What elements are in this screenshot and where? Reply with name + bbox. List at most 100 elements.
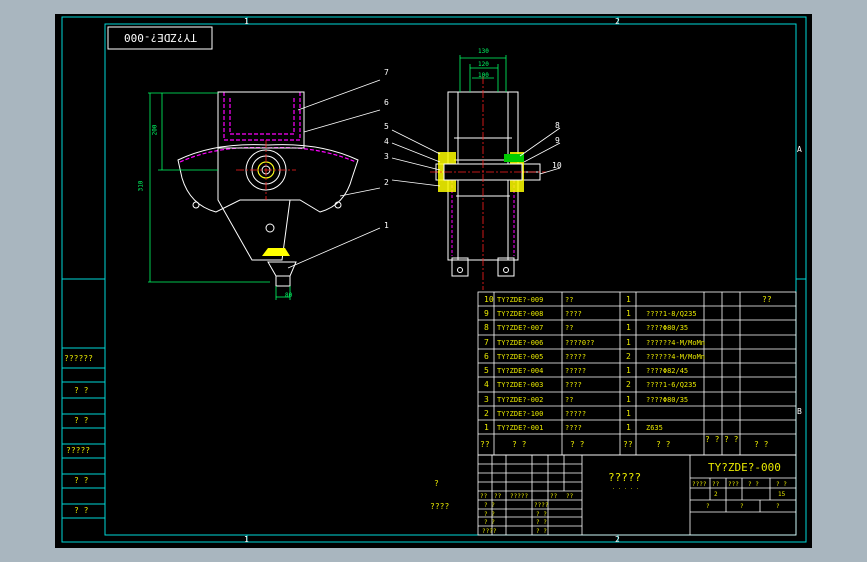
callout-1: 1 (384, 221, 389, 230)
scale-label-5: ? ? (776, 481, 787, 488)
bom-qty: 1 (626, 423, 631, 432)
sign-row-2: ? ? (484, 511, 495, 518)
bom-name: ?? (565, 296, 574, 304)
dim-top-width-1: 130 (478, 48, 489, 55)
side-block-1: ?????? (64, 354, 93, 363)
sign-row-1: ? ? (484, 502, 495, 509)
bom-name: ?? (565, 324, 574, 332)
note-line-1: ? (434, 479, 439, 488)
bom-code: TY?ZDE?-006 (497, 339, 544, 347)
bom-material: Z635 (646, 424, 663, 432)
side-block-6: ? ? (74, 506, 89, 515)
bom-header-mat: ? ? (656, 440, 671, 449)
callout-2: 2 (384, 178, 389, 187)
sign-row-val-4: ? ? (536, 528, 547, 535)
callout-6: 6 (384, 98, 389, 107)
bom-code: TY?ZDE?-007 (497, 324, 544, 332)
bom-name: ????? (565, 410, 587, 418)
bom-code: TY?ZDE?-008 (497, 310, 544, 318)
bom-name: ???? (565, 424, 582, 432)
zone-col-2-top: 2 (615, 17, 620, 26)
note-line-2: ???? (430, 502, 450, 511)
bom-no: 4 (484, 380, 489, 389)
scale-label-4: ? ? (748, 481, 759, 488)
bom-qty: 1 (626, 295, 631, 304)
bom-material: ??????4-M/MoMn (646, 339, 706, 347)
bom-header-qty: ?? (623, 440, 633, 449)
front-hidden-lines (179, 92, 357, 163)
bom-name: ???? (565, 381, 582, 389)
bom-no: 9 (484, 309, 489, 318)
callout-5: 5 (384, 122, 389, 131)
bom-qty: 2 (626, 352, 631, 361)
sign-label-3: ????? (510, 493, 529, 500)
side-block (61, 347, 106, 519)
bottom-cell-2: ? (740, 503, 744, 510)
bom-header-unit: ? ? (705, 435, 720, 444)
zone-ticks (62, 17, 806, 542)
bom-material: ????1-8/Q235 (646, 310, 697, 318)
front-view (148, 79, 381, 300)
sign-row-val-2: ? ? (536, 511, 547, 518)
side-nut (504, 154, 524, 162)
bom-no: 6 (484, 352, 489, 361)
bom-code: TY?ZDE?-001 (497, 424, 544, 432)
callout-3: 3 (384, 152, 389, 161)
bom-material: ????Φ80/35 (646, 324, 689, 332)
bom-name: ????? (565, 353, 587, 361)
sign-row-3: ? ? (484, 519, 495, 526)
front-dims (148, 92, 291, 300)
front-centerlines (236, 140, 296, 200)
bom-code: TY?ZDE?-004 (497, 367, 544, 375)
bom-code: TY?ZDE?-100 (497, 410, 544, 418)
sign-row-val-1: ???? (534, 502, 549, 509)
bom-no: 2 (484, 409, 489, 418)
sign-label-2: ?? (494, 493, 502, 500)
bom-no: 10 (484, 295, 494, 304)
callout-9: 9 (555, 136, 560, 145)
front-leaders (287, 79, 381, 269)
bom-material: ????Φ80/35 (646, 396, 689, 404)
stamp-box (107, 26, 213, 50)
sign-row-val-3: ? ? (536, 519, 547, 526)
front-weld-mark (262, 248, 290, 256)
bom-material: ??????4-M/MoMn (646, 353, 706, 361)
title-code: TY?ZDE?-000 (708, 461, 781, 474)
scale-label-2: ?? (712, 481, 720, 488)
side-view (391, 55, 561, 290)
bom-no: 5 (484, 366, 489, 375)
side-centerlines (430, 76, 546, 290)
bom-qty: 1 (626, 395, 631, 404)
dim-bottom-width: 80 (285, 292, 293, 299)
bom-code: TY?ZDE?-002 (497, 396, 544, 404)
title-name: ????? (608, 471, 642, 484)
bom-no: 8 (484, 323, 489, 332)
side-block-2: ? ? (74, 386, 89, 395)
callout-10: 10 (552, 161, 562, 170)
bom-qty: 1 (626, 409, 631, 418)
bom-code: TY?ZDE?-009 (497, 296, 544, 304)
bom-name: ????0?? (565, 339, 595, 347)
dim-height-upper: 200 (151, 124, 159, 136)
bom-qty: 1 (626, 309, 631, 318)
zone-row-a: A (797, 145, 802, 154)
bom-qty: 1 (626, 323, 631, 332)
paper (55, 14, 812, 548)
bom-qty: 2 (626, 380, 631, 389)
bom-name: ???? (565, 310, 582, 318)
side-block-5: ? ? (74, 476, 89, 485)
sign-label-4: ?? (550, 493, 558, 500)
scale-value-2: 15 (778, 491, 786, 498)
bom-no: 7 (484, 338, 489, 347)
bom-material: ????1-6/Q235 (646, 381, 697, 389)
side-leaders (391, 127, 561, 187)
zone-col-1-top: 1 (244, 17, 249, 26)
side-block-4: ????? (66, 446, 91, 455)
bom-header-name: ? ? (570, 440, 585, 449)
bom-name: ????? (565, 367, 587, 375)
bom-header-total: ? ? (724, 435, 739, 444)
bom-code: TY?ZDE?-005 (497, 353, 544, 361)
bom-header-no: ?? (480, 440, 490, 449)
